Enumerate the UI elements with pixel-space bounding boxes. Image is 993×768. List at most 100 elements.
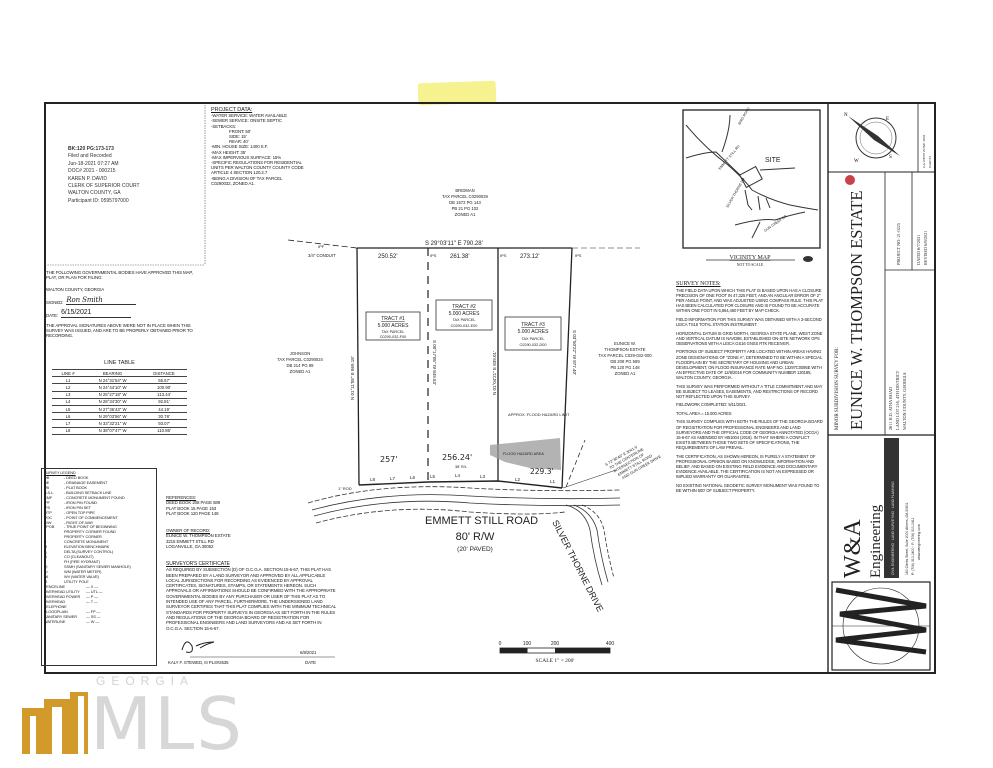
- tract-acres: 5.000 ACRES: [378, 323, 410, 329]
- survey-note: THE FIELD DATA UPON WHICH THIS PLAT IS B…: [676, 288, 824, 314]
- legend-item: OVERHEAD POWER— P —: [44, 593, 154, 600]
- legend-symbol: CMF: [44, 494, 53, 500]
- line-label: L2: [515, 477, 521, 482]
- vicinity-road-label: BIRD ROAD: [737, 106, 750, 125]
- tract-parcel: C0290-032-D00: [519, 343, 546, 347]
- project-data-title: PROJECT DATA:: [211, 107, 253, 113]
- owner-line: THOMPSON ESTATE: [604, 347, 645, 352]
- table-cell: N 38°07'47" W: [84, 426, 141, 435]
- owner-line: ZONED A1: [290, 369, 311, 374]
- project-data-line: -WATER SERVICE: WATER AVAILABLE: [211, 113, 287, 119]
- conduit-label: 3/4" CONDUIT: [308, 253, 336, 258]
- survey-note: PORTIONS OF SUBJECT PROPERTY ARE LOCATED…: [676, 349, 823, 380]
- approval-signature: Ron Smith: [66, 296, 137, 305]
- legend-symbol: OTP: [44, 509, 52, 515]
- owner-line: EUNICE W.: [614, 341, 636, 346]
- tract-parcel-label: TAX PARCEL: [521, 337, 544, 341]
- table-cell: L1: [52, 376, 85, 385]
- recording-line: DOC# 2021 - 000215: [68, 168, 116, 175]
- red-seal-dot: [845, 175, 855, 185]
- table-cell: N 25°27'18" W: [84, 390, 141, 399]
- table-cell: N 24°31'54" W: [84, 376, 141, 385]
- legend-symbol: DE: [44, 479, 50, 485]
- recording-line: WALTON COUNTY, GA: [68, 190, 121, 197]
- approval-block: THE FOLLOWING GOVERNMENTAL BODIES HAVE A…: [46, 270, 196, 339]
- project-number: PROJECT NO: 21-0225: [896, 223, 901, 265]
- recording-line: Participant ID: 0595797000: [68, 197, 129, 204]
- owner-line: EUNICE W. THOMPSON ESTATE: [166, 533, 231, 539]
- poc-tie-line: [562, 469, 617, 489]
- table-cell: 93.07': [141, 419, 187, 428]
- legend-description: - OPEN TOP PIPE: [64, 509, 95, 515]
- survey-notes: SURVEY NOTES: THE FIELD DATA UPON WHICH …: [676, 280, 824, 496]
- table-cell: L3: [52, 390, 85, 399]
- owner-line: ZONED A1: [455, 212, 476, 217]
- tract-2-box: [435, 299, 493, 331]
- recording-stamp: BK:120 PG:173-173 Filed and Recorded Jun…: [68, 146, 140, 205]
- side-bearing: S 03°50'22" W 877.40': [572, 330, 577, 375]
- legend-item: OVERHEAD UTILITY— UTL —: [44, 588, 154, 595]
- firm-subname: Engineering: [868, 504, 884, 578]
- tract-3-box: [504, 316, 562, 351]
- reference-line: PLAT BOOK 15 PAGE 153: [166, 505, 217, 511]
- table-cell: 44.19': [141, 404, 187, 414]
- legend-description: FH (FIRE HYDRANT): [64, 559, 100, 565]
- tract-parcel: C0290-032-E00: [451, 324, 478, 328]
- legend-description: - PLAT BOOK: [64, 484, 87, 490]
- legend-item: ⊘UTILITY POLE: [44, 579, 154, 585]
- owner-line: ZONED A1: [615, 371, 636, 376]
- legend-symbol: DB: [44, 474, 50, 480]
- approval-date: 6/15/2021: [61, 309, 132, 318]
- north-badge-icon: [803, 256, 813, 262]
- legend-description: — UTL —: [86, 588, 103, 594]
- legend-description: - POINT OF COMMENCEMENT: [64, 514, 118, 520]
- table-cell: 113.44': [141, 390, 187, 399]
- legend-description: — P —: [86, 593, 98, 599]
- legend-symbol: ⊕: [44, 544, 48, 550]
- table-cell: N 33°32'21" W: [84, 419, 141, 428]
- references-title: REFERENCES:: [166, 495, 197, 500]
- line-label: L4: [455, 473, 461, 478]
- approval-note: THE APPROVAL SIGNATURES ABOVE WERE NOT I…: [46, 322, 193, 339]
- project-data-line: -BEING A DIVISION OF TAX PARCEL: [211, 175, 283, 181]
- owner-line: DB 214 PG 99: [286, 363, 314, 368]
- legend-symbol: FENCELINE: [44, 583, 65, 589]
- owner-line: PB 120 PG 148: [610, 365, 640, 370]
- legend-description: DELTA (SURVEY CONTROL): [64, 549, 114, 555]
- owner-line: TAX PARCEL C0290024: [277, 357, 323, 362]
- legend-item: SANITARY SEWER— SS —: [44, 613, 154, 620]
- survey-note: THE CERTIFICATION, AS SHOWN HEREON, IS P…: [676, 453, 818, 479]
- legend-item: OTP - OPEN TOP PIPE: [44, 509, 154, 516]
- svg-text:E: E: [886, 117, 889, 122]
- tract-parcel-label: TAX PARCEL: [381, 330, 404, 334]
- rod-label: 1" ROD: [338, 486, 352, 491]
- legend-item: FLOODPLAIN— FP —: [44, 609, 154, 615]
- legend-item: IPF- IRON PIN FOUND: [44, 500, 154, 506]
- project-data-line: REAR: 40': [229, 139, 249, 145]
- tract-parcel-label: TAX PARCEL: [452, 318, 475, 322]
- vicinity-road-label: GUN CREEK DR: [763, 214, 788, 233]
- legend-symbol: ●: [44, 529, 47, 535]
- flood-hazard-area: [490, 438, 561, 470]
- project-data-line: -MAX HEIGHT: 35': [211, 149, 246, 155]
- recording-line: Filed and Recorded: [68, 153, 112, 160]
- table-cell: L4: [52, 397, 85, 406]
- legend-description: — T —: [86, 598, 98, 604]
- legend-description: - IRON PIN SET: [64, 504, 91, 510]
- recording-line: CLERK OF SUPERIOR COURT: [68, 183, 140, 190]
- ips-label: IPS: [500, 253, 507, 258]
- certificate-date: 6/8/2021: [300, 650, 317, 655]
- surveyor-signature: [181, 641, 215, 653]
- legend-symbol: SANITARY SEWER: [44, 613, 77, 619]
- owner-line: TAX PARCEL C029-032-000: [598, 353, 652, 358]
- table-cell: N 29°03'56" W: [84, 412, 141, 421]
- table-cell: 30.78': [141, 412, 187, 421]
- line-label: L3: [480, 474, 486, 479]
- svg-text:N: N: [844, 113, 848, 118]
- project-data-line: -SEWER SERVICE: ONSITE SEPTIC: [211, 118, 282, 124]
- legend-symbol: ⊙: [44, 554, 48, 560]
